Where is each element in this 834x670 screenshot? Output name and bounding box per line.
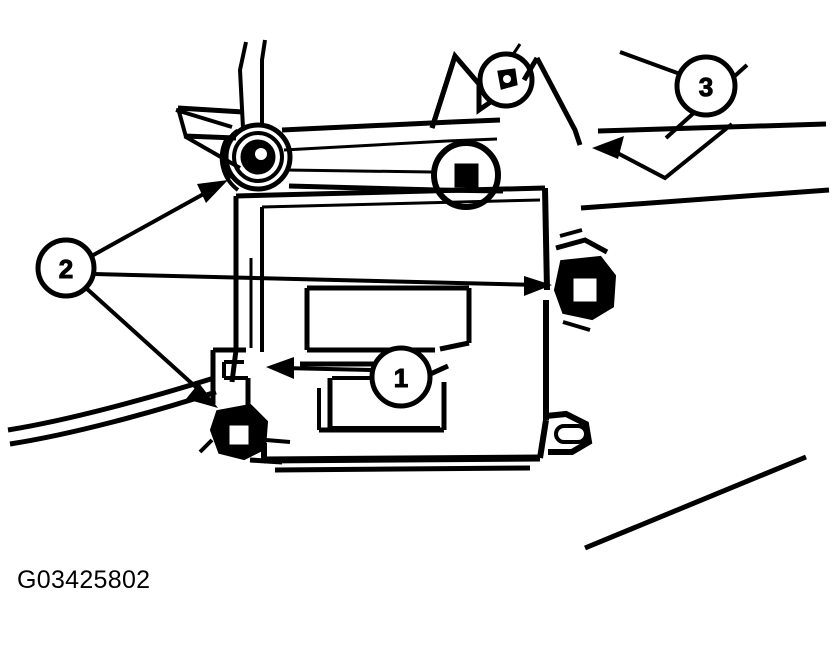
leader-lines-2 (84, 180, 552, 408)
lower-front-ledge (300, 361, 450, 433)
callout-balloon-1[interactable]: 1 (369, 345, 433, 409)
center-pivot-bolt (431, 140, 501, 210)
callout-2-label: 2 (59, 254, 73, 284)
right-bushing (553, 228, 617, 332)
upper-bracket-arm (175, 39, 267, 170)
background-context-lines (580, 121, 830, 551)
arrowhead-1 (266, 357, 294, 379)
upper-left-bushing (219, 122, 293, 192)
top-peak-shapes (429, 43, 583, 146)
mounting-tab (545, 410, 593, 455)
lower-left-bushing (198, 403, 291, 465)
callout-balloon-3[interactable]: 3 (674, 54, 738, 118)
callout-balloon-2[interactable]: 2 (35, 237, 97, 299)
leader-line-1 (266, 357, 373, 379)
figure-caption: G03425802 (17, 566, 151, 594)
arrowhead-2b (524, 276, 552, 296)
arrowhead-3 (592, 136, 624, 159)
callout-3-label: 3 (699, 72, 713, 102)
callout-1-label: 1 (394, 363, 408, 393)
arrowhead-2a (197, 180, 228, 203)
arrowhead-2c (186, 383, 218, 408)
